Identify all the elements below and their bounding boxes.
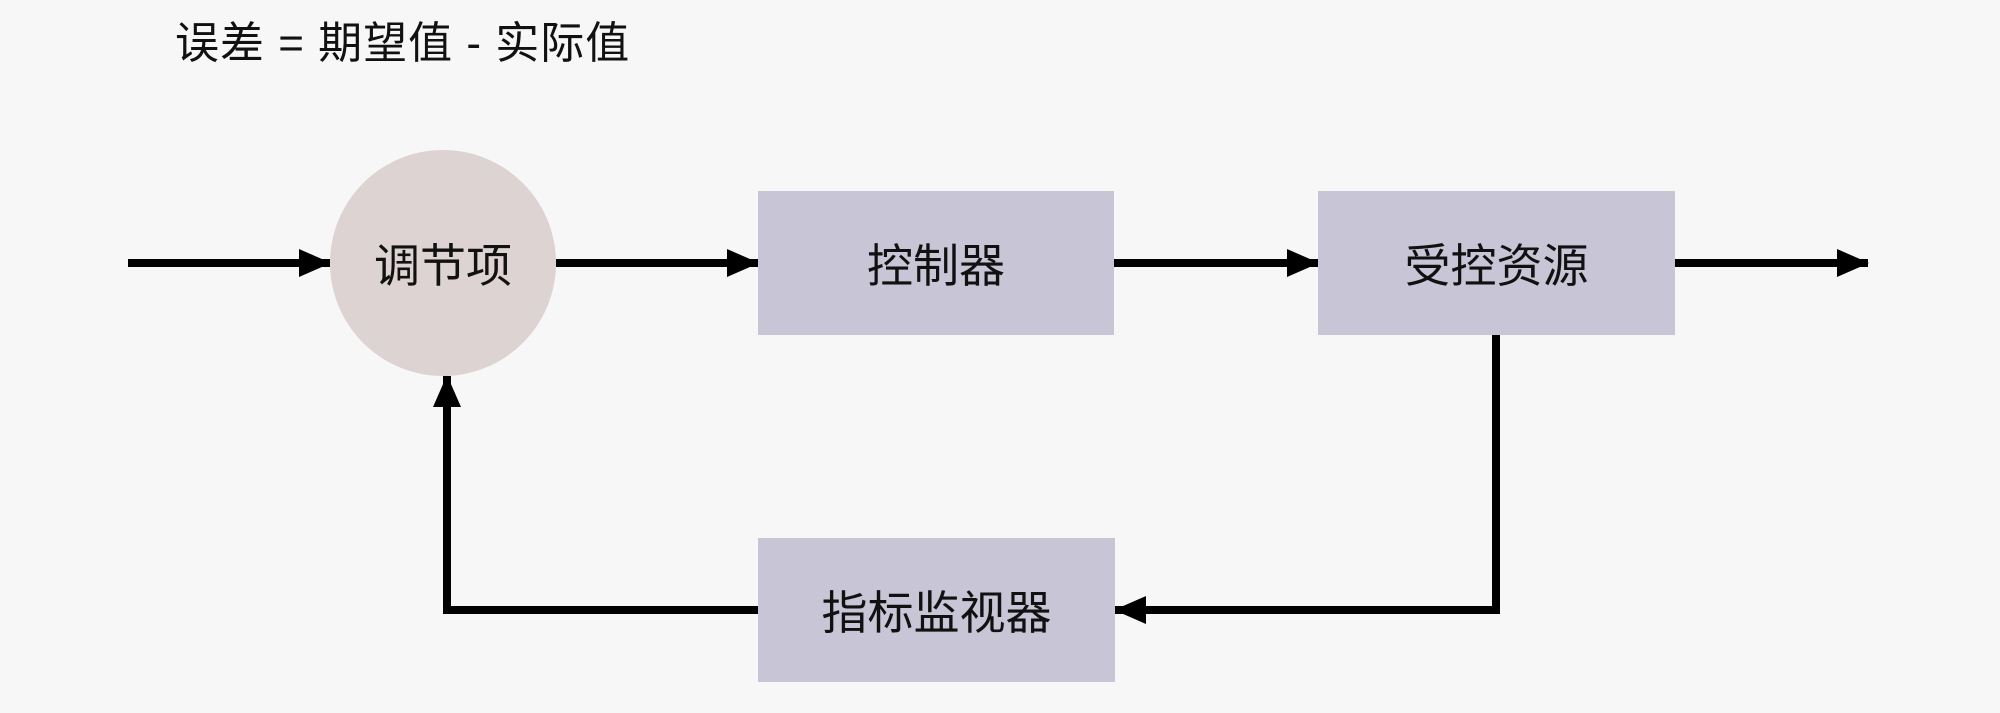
edge-monitor-to-regulator	[433, 375, 758, 614]
node-controlled-resource: 受控资源	[1318, 191, 1675, 335]
node-controller-label: 控制器	[867, 240, 1005, 292]
node-metric-monitor-label: 指标监视器	[821, 587, 1052, 639]
node-metric-monitor: 指标监视器	[758, 538, 1115, 682]
error-formula-text: 误差 = 期望值 - 实际值	[175, 19, 631, 68]
node-regulator: 调节项	[330, 150, 556, 376]
node-controller: 控制器	[758, 191, 1114, 335]
node-regulator-label: 调节项	[374, 240, 512, 292]
node-controlled-resource-label: 受控资源	[1404, 240, 1589, 292]
edge-resource-to-monitor	[1114, 335, 1500, 624]
